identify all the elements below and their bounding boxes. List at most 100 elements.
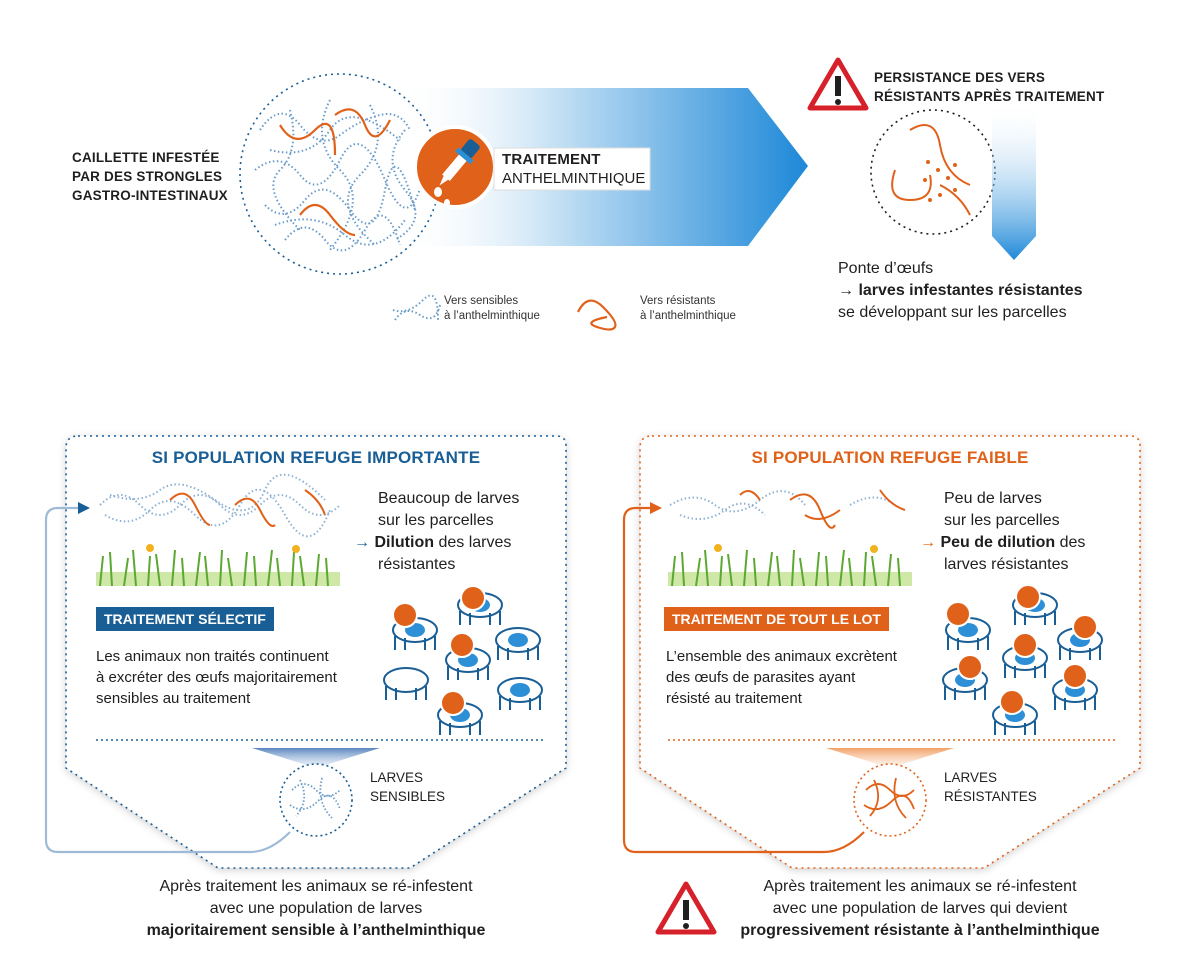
right-funnel [826, 748, 954, 768]
legend-resistant-worm [577, 299, 617, 331]
grass-icon [96, 544, 340, 587]
left-reinfestation-arrow [44, 506, 291, 854]
treated-badge [999, 689, 1025, 715]
left-caption-line-3: majoritairement sensible à l’anthelminth… [146, 922, 486, 939]
legend-resistant-line-1: Vers résistants [640, 295, 716, 307]
left-larves-label: LARVES SENSIBLES [370, 768, 445, 806]
cow-icon [1057, 627, 1103, 660]
cow-icon [497, 677, 543, 710]
left-cows [383, 585, 543, 735]
left-body-line-3: sensibles au traitement [96, 690, 251, 707]
persistence-line-1: PERSISTANCE DES VERS [874, 70, 1046, 85]
left-desc-line-1: Beaucoup de larves [378, 490, 520, 507]
right-body-line-3: résisté au traitement [666, 690, 802, 707]
left-desc-bold: Dilution [374, 534, 434, 551]
ponte-line-1: Ponte d’œufs [838, 260, 934, 277]
right-body: L’ensemble des animaux excrètent des œuf… [666, 646, 897, 709]
left-larvae-circle [279, 763, 353, 837]
caillette-line-1: CAILLETTE INFESTÉE [72, 150, 220, 165]
left-panel-title: SI POPULATION REFUGE IMPORTANTE [151, 448, 481, 467]
treated-badge [1015, 584, 1041, 610]
right-body-line-1: L’ensemble des animaux excrètent [666, 648, 897, 665]
left-funnel [252, 748, 380, 768]
right-larvae-circle [853, 763, 927, 837]
right-body-line-2: des œufs de parasites ayant [666, 669, 856, 686]
treatment-label-box [493, 147, 651, 191]
persistence-label: PERSISTANCE DES VERS RÉSISTANTS APRÈS TR… [874, 68, 1104, 106]
right-larves-line-1: LARVES [944, 770, 998, 785]
legend-resistant-line-2: à l’anthelminthique [640, 310, 736, 322]
right-reinfestation-arrow [622, 506, 865, 854]
right-caption: Après traitement les animaux se ré-infes… [720, 876, 1120, 942]
caillette-circle [239, 73, 441, 275]
right-cows [942, 584, 1103, 735]
cow-icon [495, 627, 541, 660]
grass-icon [668, 544, 912, 587]
treatment-label: TRAITEMENT ANTHELMINTHIQUE [502, 150, 645, 188]
treated-badge [460, 585, 486, 611]
caillette-line-2: PAR DES STRONGLES [72, 169, 223, 184]
persistence-line-2: RÉSISTANTS APRÈS TRAITEMENT [874, 89, 1105, 104]
treated-badge [440, 690, 466, 716]
right-larves-line-2: RÉSISTANTES [944, 789, 1037, 804]
left-desc-rest: des larves [434, 534, 512, 551]
right-caption-line-3: progressivement résistante à l’anthelmin… [740, 922, 1100, 939]
treatment-line-1: TRAITEMENT [502, 151, 601, 168]
right-desc-arrow: → [920, 534, 936, 551]
left-caption-line-1: Après traitement les animaux se ré-infes… [159, 878, 473, 895]
treated-badge [1012, 632, 1038, 658]
left-caption-line-2: avec une population de larves [209, 900, 423, 917]
caillette-label: CAILLETTE INFESTÉE PAR DES STRONGLES GAS… [72, 148, 228, 205]
right-worm-band [669, 489, 906, 529]
treated-badge [1072, 614, 1098, 640]
right-desc-line-4: larves résistantes [944, 556, 1069, 573]
right-caption-line-2: avec une population de larves qui devien… [772, 900, 1068, 917]
right-desc: Peu de larves sur les parcelles → Peu de… [920, 488, 1086, 576]
left-worm-band [99, 473, 341, 538]
treated-badge [945, 601, 971, 627]
treated-badge [392, 602, 418, 628]
legend-sensitive: Vers sensibles à l’anthelminthique [444, 294, 540, 324]
left-body-line-2: à excréter des œufs majoritairement [96, 669, 337, 686]
down-arrow [992, 100, 1036, 260]
treated-badge [957, 654, 983, 680]
ponte-line-3: se développant sur les parcelles [838, 304, 1067, 321]
left-panel-frame [65, 435, 567, 869]
left-larves-line-1: LARVES [370, 770, 424, 785]
ponte-arrow: → [838, 282, 854, 299]
caillette-line-3: GASTRO-INTESTINAUX [72, 188, 228, 203]
ponte-text: Ponte d’œufs → larves infestantes résist… [838, 258, 1083, 324]
right-caption-line-1: Après traitement les animaux se ré-infes… [763, 878, 1077, 895]
legend-sensitive-line-1: Vers sensibles [444, 295, 519, 307]
left-body-line-1: Les animaux non traités continuent [96, 648, 329, 665]
left-desc-arrow: → [354, 534, 370, 551]
resistant-worms-cluster [279, 108, 391, 237]
right-desc-line-1: Peu de larves [944, 490, 1042, 507]
ponte-line-2: larves infestantes résistantes [858, 282, 1083, 299]
right-desc-line-2: sur les parcelles [944, 512, 1060, 529]
sensitive-worms-cluster [254, 99, 426, 252]
left-desc-line-2: sur les parcelles [378, 512, 494, 529]
left-larves-line-2: SENSIBLES [370, 789, 446, 804]
right-treatment-tag: TRAITEMENT DE TOUT LE LOT [664, 607, 889, 631]
legend-resistant: Vers résistants à l’anthelminthique [640, 294, 736, 324]
warning-icon [655, 881, 717, 935]
treatment-line-2: ANTHELMINTHIQUE [502, 170, 646, 187]
treated-badge [449, 632, 475, 658]
left-desc-line-4: résistantes [378, 556, 456, 573]
treated-badge [1062, 663, 1088, 689]
right-desc-rest: des [1055, 534, 1086, 551]
legend-sensitive-worm [394, 304, 441, 321]
right-desc-bold: Peu de dilution [940, 534, 1056, 551]
right-larves-label: LARVES RÉSISTANTES [944, 768, 1037, 806]
left-body: Les animaux non traités continuent à exc… [96, 646, 337, 709]
left-desc: Beaucoup de larves sur les parcelles → D… [354, 488, 520, 576]
dropper-icon [439, 139, 480, 186]
left-treatment-tag: TRAITEMENT SÉLECTIF [96, 607, 274, 631]
right-panel-frame [639, 435, 1141, 869]
warning-icon [807, 57, 869, 111]
right-panel-title: SI POPULATION REFUGE FAIBLE [751, 448, 1029, 467]
cow-icon [383, 667, 429, 700]
legend-sensitive-line-2: à l’anthelminthique [444, 310, 540, 322]
